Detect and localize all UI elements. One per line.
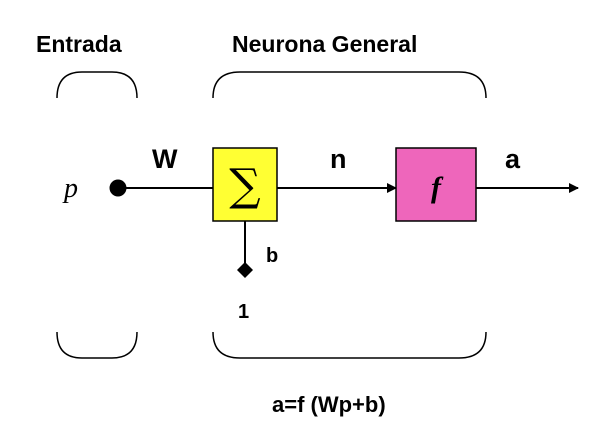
bias-label: b	[266, 245, 278, 267]
input-bracket-bottom	[56, 331, 138, 359]
summation-symbol: ∑	[229, 160, 260, 211]
neuron-bracket-top	[212, 71, 487, 99]
summation-block	[212, 147, 278, 222]
input-section-label: Entrada	[36, 31, 122, 57]
transfer-function-block	[395, 147, 477, 222]
weight-label: W	[152, 144, 178, 174]
neuron-bracket-bottom	[212, 331, 487, 359]
output-label: a	[505, 144, 521, 174]
bias-constant-label: 1	[238, 301, 249, 323]
net-input-label: n	[330, 144, 347, 174]
input-variable-label: p	[62, 173, 78, 204]
transfer-function-symbol: f	[431, 171, 444, 204]
neuron-formula: a=f (Wp+b)	[272, 392, 386, 417]
neuron-section-label: Neurona General	[232, 31, 417, 57]
input-bracket-top	[56, 71, 138, 99]
bias-node	[237, 262, 253, 278]
